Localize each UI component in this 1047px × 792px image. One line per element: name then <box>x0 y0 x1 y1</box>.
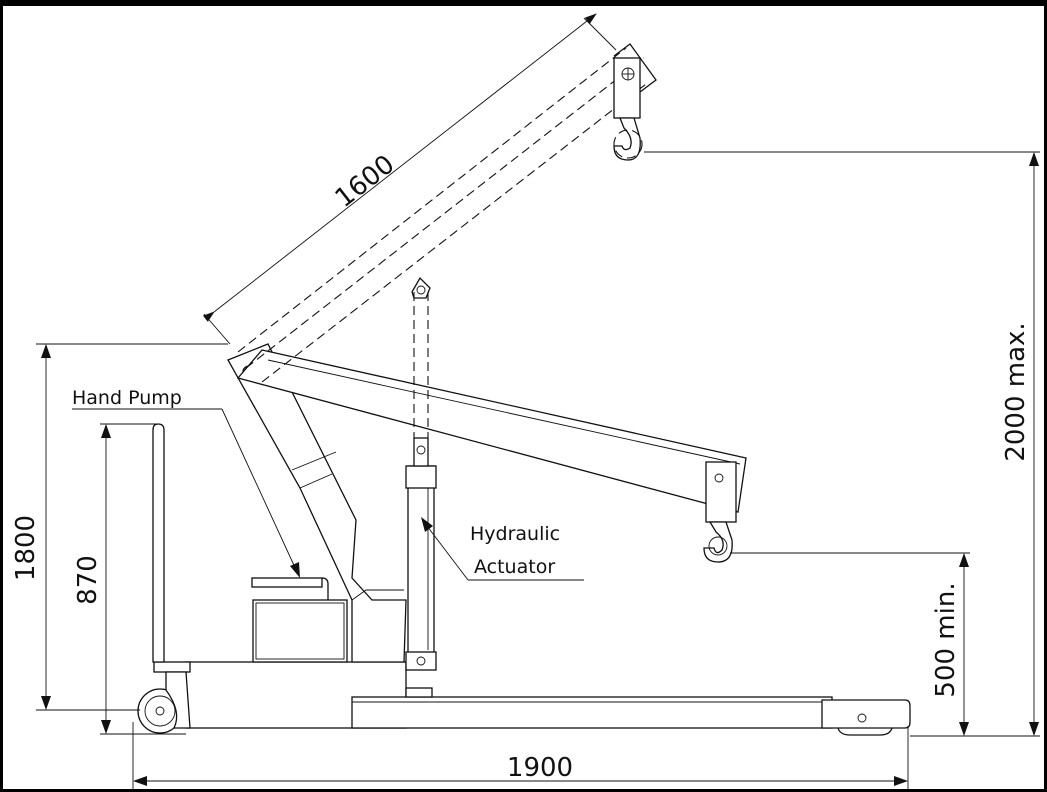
dim-boom-length: 1600 <box>202 13 617 345</box>
frame-border-top <box>0 0 1047 6</box>
hydraulic-actuator-label-2: Actuator <box>474 556 555 578</box>
base-chassis <box>185 661 911 736</box>
hydraulic-actuator <box>405 276 437 671</box>
dim-base-length: 1900 <box>132 722 909 790</box>
dim-handle-height: 870 <box>73 423 186 735</box>
hand-pump-label: Hand Pump <box>72 387 182 409</box>
dim-min-height: 500 min. <box>730 552 970 736</box>
total-height-label: 1800 <box>11 515 41 581</box>
boom-lowered <box>236 349 747 563</box>
frame-border-right <box>1044 0 1047 792</box>
handle-height-label: 870 <box>73 555 103 605</box>
frame-border-bottom <box>0 789 1047 792</box>
castor-wheel <box>137 661 191 734</box>
base-length-label: 1900 <box>507 753 573 783</box>
hand-pump <box>251 577 348 663</box>
push-handle <box>152 423 165 663</box>
hydraulic-actuator-label-1: Hydraulic <box>470 523 560 545</box>
callout-hydraulic-actuator: Hydraulic Actuator <box>421 517 584 581</box>
boom-length-label: 1600 <box>330 150 401 214</box>
dim-total-height: 1800 <box>11 343 228 711</box>
boom-raised <box>237 43 657 383</box>
callout-hand-pump: Hand Pump <box>72 387 300 578</box>
frame-border-left <box>0 0 3 792</box>
min-height-label: 500 min. <box>931 582 961 697</box>
max-height-label: 2000 max. <box>1001 322 1031 461</box>
dim-max-height: 2000 max. <box>644 151 1040 737</box>
